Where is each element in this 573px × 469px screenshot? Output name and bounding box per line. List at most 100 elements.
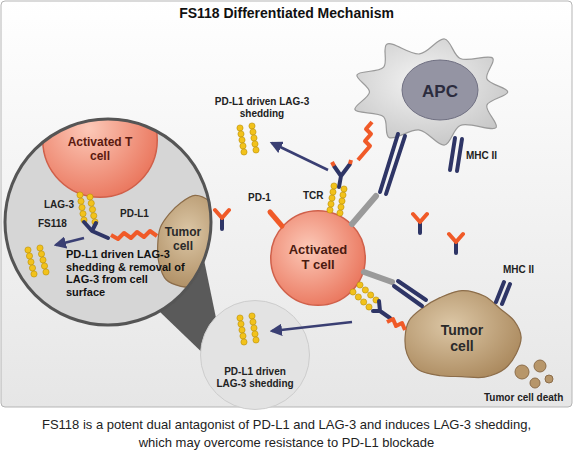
cell-label: PD-L1 driven LAG-3 shedding [215,366,295,389]
dead-cell-fragments [515,360,553,388]
lag-3-bead [328,201,334,207]
lag-3-bead [368,292,374,298]
cell-body [355,39,508,145]
fs118 [373,301,390,318]
cell-label: PD-L1 driven LAG-3 shedding & removal of… [66,248,190,299]
mhc-ii [380,134,405,194]
lag-3-bead [43,269,49,275]
lag-3-bead [341,186,347,192]
shedding-arrow [56,238,84,245]
mhc-ii [394,281,426,306]
fs118-fab [332,160,351,166]
title: FS118 Differentiated Mechanism [0,5,573,21]
pd-l1 [358,122,372,160]
lag-3-bead [238,131,244,137]
lag-3-bead [79,204,85,210]
lag-3-bead [77,192,83,198]
lag-3-bead [237,315,243,321]
callout-label: LAG-3 [44,199,74,211]
callout-label: PD-L1 driven LAG-3 shedding [212,96,312,119]
lag-3-bead [331,183,337,189]
tcr [352,196,376,224]
lag-3-bead [252,141,258,147]
lag-3-bead [240,333,246,339]
callout-label: MHC II [466,150,497,162]
pd-l1 [111,231,157,239]
tumor-cell: Tumor cell [150,195,212,295]
lag-3-bead [330,189,336,195]
lag-3-bead [80,211,86,217]
antibody [215,210,463,253]
callout-label: FS118 [38,218,67,230]
lag-3-bead [26,253,32,259]
tcr [364,272,392,282]
lag-3-bead [89,206,95,212]
lag-3-bead [241,339,247,345]
shedding-arrow [272,322,352,331]
callout-label: PD-1 [248,192,271,204]
cell-label: Activated T cell [62,136,138,164]
lag-3-bead [241,149,247,155]
lag-3-bead [338,204,344,210]
nucleus [402,60,478,120]
lag-3-bead [87,194,93,200]
lag-3-bead [340,192,346,198]
shedding-arrow [272,143,328,170]
lag-3-bead [339,198,345,204]
callout-label: TCR [303,190,324,202]
lag-3-bead [252,331,258,337]
cell-label: Activated T cell [283,243,353,273]
lag-3-bead [40,257,46,263]
lag-3-bead [240,143,246,149]
callout-label: Tumor cell death [484,392,563,404]
fs118 [334,164,350,187]
lag-3-bead [28,259,34,265]
lag-3-bead [249,123,255,129]
lag-3-bead [361,299,367,305]
caption: FS118 is a potent dual antagonist of PD-… [40,416,533,451]
lag-3-bead [41,263,47,269]
lag-3-bead [78,198,84,204]
callout-label: PD-L1 [120,208,149,220]
lag-3-bead [249,313,255,319]
fs118 [84,222,108,238]
lag-3-bead [253,337,259,343]
lag-3-bead [253,147,259,153]
lag-3-bead [250,129,256,135]
lag-3-bead [355,294,361,300]
lag-3-bead [327,207,333,213]
lag-3-bead [329,195,335,201]
lag-3-bead [337,210,343,216]
lag-3-bead [31,271,37,277]
mhc-ii [450,138,462,171]
lag-3-bead [362,287,368,293]
callout-label: MHC II [503,264,534,276]
pd-l1 [387,319,405,330]
cell-body [201,301,310,410]
lag-3-bead [37,245,43,251]
cell-body [158,195,212,288]
lag-3-bead [237,125,243,131]
lag-3-bead [29,265,35,271]
lag-3-bead [366,304,372,310]
cell-label: Tumor cell [160,226,206,254]
cell-label: APC [407,82,473,102]
lag-3-bead [88,200,94,206]
lag-3-bead [251,135,257,141]
lag-3-bead [251,325,257,331]
lag-3-bead [357,282,363,288]
lag-3-bead [238,321,244,327]
pd-1 [270,212,282,226]
lag-3-bead [38,251,44,257]
apc-cell: APC [345,37,515,147]
lag-3-bead [91,213,97,219]
lag-3-bead [250,319,256,325]
mhc-ii [496,282,510,304]
lag-3-bead [239,137,245,143]
lag-3-bead [239,327,245,333]
cell-label: Tumor cell [430,322,494,354]
lag-3-bead [350,289,356,295]
zoom-outline [5,119,211,325]
lag-3-bead [25,247,31,253]
